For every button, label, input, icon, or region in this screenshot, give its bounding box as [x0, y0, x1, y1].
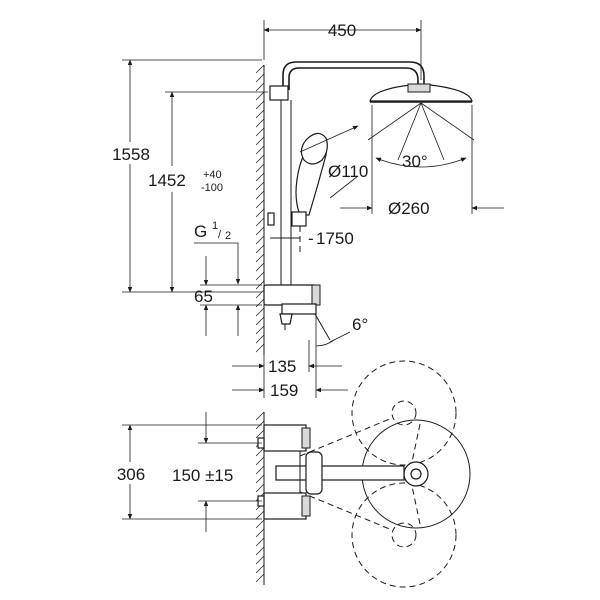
- wall-hatch-line: [255, 262, 265, 272]
- thermostat-side: [263, 284, 331, 341]
- dim-6-label: 6°: [352, 315, 368, 334]
- wall-hatch-line: [255, 118, 265, 128]
- thread-num: 1: [212, 220, 218, 232]
- thread-den: 2: [225, 230, 231, 242]
- wall-hatch-line: [255, 136, 265, 146]
- wall-hatch-line: [255, 411, 265, 421]
- wall-hatch-line: [255, 190, 265, 200]
- riser-rail: [280, 100, 292, 285]
- dim-306-label: 306: [117, 465, 145, 484]
- wall-hatch-line: [255, 307, 265, 317]
- dim-1558: 1558: [106, 59, 262, 293]
- dim-450: 450: [263, 20, 422, 80]
- wall-hatch-line: [255, 334, 265, 344]
- wall-hatch-line: [255, 244, 265, 254]
- hand-shower: [267, 132, 328, 252]
- dim-260: Ø260: [340, 150, 504, 218]
- wall-hatch-line: [255, 172, 265, 182]
- wall-hatch-line: [255, 100, 265, 110]
- wall-hatch-line: [255, 91, 265, 101]
- wall-side-view: [255, 64, 265, 355]
- plan-swing-circles: [299, 360, 457, 588]
- wall-bracket-top: [269, 85, 289, 101]
- wall-hatch-line: [255, 154, 265, 164]
- wall-hatch-line: [255, 82, 265, 92]
- wall-hatch-line: [255, 64, 265, 74]
- wall-hatch-line: [255, 271, 265, 281]
- wall-hatch-line: [255, 325, 265, 335]
- dim-1452-label: 1452: [148, 171, 186, 190]
- wall-hatch-line: [255, 73, 265, 83]
- wall-hatch-line: [255, 483, 265, 493]
- dim-1558-label: 1558: [112, 145, 150, 164]
- wall-hatch-line: [255, 109, 265, 119]
- wall-hatch-line: [255, 546, 265, 556]
- wall-hatch-line: [255, 163, 265, 173]
- dim-260-label: Ø260: [388, 199, 430, 218]
- dim-306: 306: [106, 424, 262, 520]
- dim-30-label: 30°: [402, 152, 428, 171]
- wall-hatch-line: [255, 519, 265, 529]
- thread-slash: /: [218, 229, 222, 241]
- wall-hatch-line: [255, 181, 265, 191]
- dim-1750-label: 1750: [316, 229, 354, 248]
- wall-hatch-line: [255, 208, 265, 218]
- wall-hatch-line: [255, 537, 265, 547]
- wall-hatch-line: [255, 447, 265, 457]
- wall-hatch-line: [255, 573, 265, 583]
- wall-hatch-line: [255, 127, 265, 137]
- wall-hatch-line: [255, 226, 265, 236]
- wall-hatch-line: [255, 145, 265, 155]
- dim-1452-tol-plus: +40: [203, 169, 222, 181]
- wall-hatch-line: [255, 217, 265, 227]
- shower-arm: [269, 61, 425, 101]
- plan-arm: [275, 451, 405, 495]
- wall-hatch-line: [255, 510, 265, 520]
- wall-hatch-line: [255, 456, 265, 466]
- dim-159-label: 159: [270, 381, 298, 400]
- plan-head-shower: [361, 419, 471, 529]
- wall-hatch-line: [255, 564, 265, 574]
- wall-hatch-line: [255, 235, 265, 245]
- dim-159: 159: [232, 350, 348, 400]
- dim-1452: 1452 +40 -100: [142, 91, 268, 293]
- wall-hatch-line: [255, 316, 265, 326]
- dim-150: 150 ±15: [172, 412, 262, 532]
- wall-hatch-line: [255, 253, 265, 263]
- dim-1750: - 1750: [308, 229, 354, 248]
- dim-65: 65: [194, 256, 262, 336]
- dim-6-deg: 6°: [315, 314, 368, 350]
- dim-thread: G 1 / 2: [194, 220, 241, 285]
- dim-1750-prefix: -: [308, 229, 314, 248]
- thread-g: G: [194, 222, 207, 241]
- wall-hatch-line: [255, 289, 265, 299]
- wall-hatch-line: [255, 343, 265, 353]
- wall-hatch-line: [255, 474, 265, 484]
- slider: [291, 211, 307, 227]
- wall-hatch-line: [255, 298, 265, 308]
- dim-30-deg: 30°: [375, 152, 467, 171]
- dim-110: Ø110: [299, 125, 368, 199]
- wall-hatch-line: [255, 555, 265, 565]
- dim-135-label: 135: [268, 357, 296, 376]
- dim-65-label: 65: [194, 287, 213, 306]
- wall-hatch-line: [255, 465, 265, 475]
- dim-1452-tol-minus: -100: [201, 182, 223, 194]
- dim-150-label: 150 ±15: [172, 466, 233, 485]
- dim-450-label: 450: [328, 21, 356, 40]
- wall-hatch-line: [255, 199, 265, 209]
- head-shower: [367, 83, 475, 161]
- wall-hatch-line: [255, 528, 265, 538]
- wall-hatch-line: [255, 429, 265, 439]
- dim-110-label: Ø110: [328, 162, 368, 181]
